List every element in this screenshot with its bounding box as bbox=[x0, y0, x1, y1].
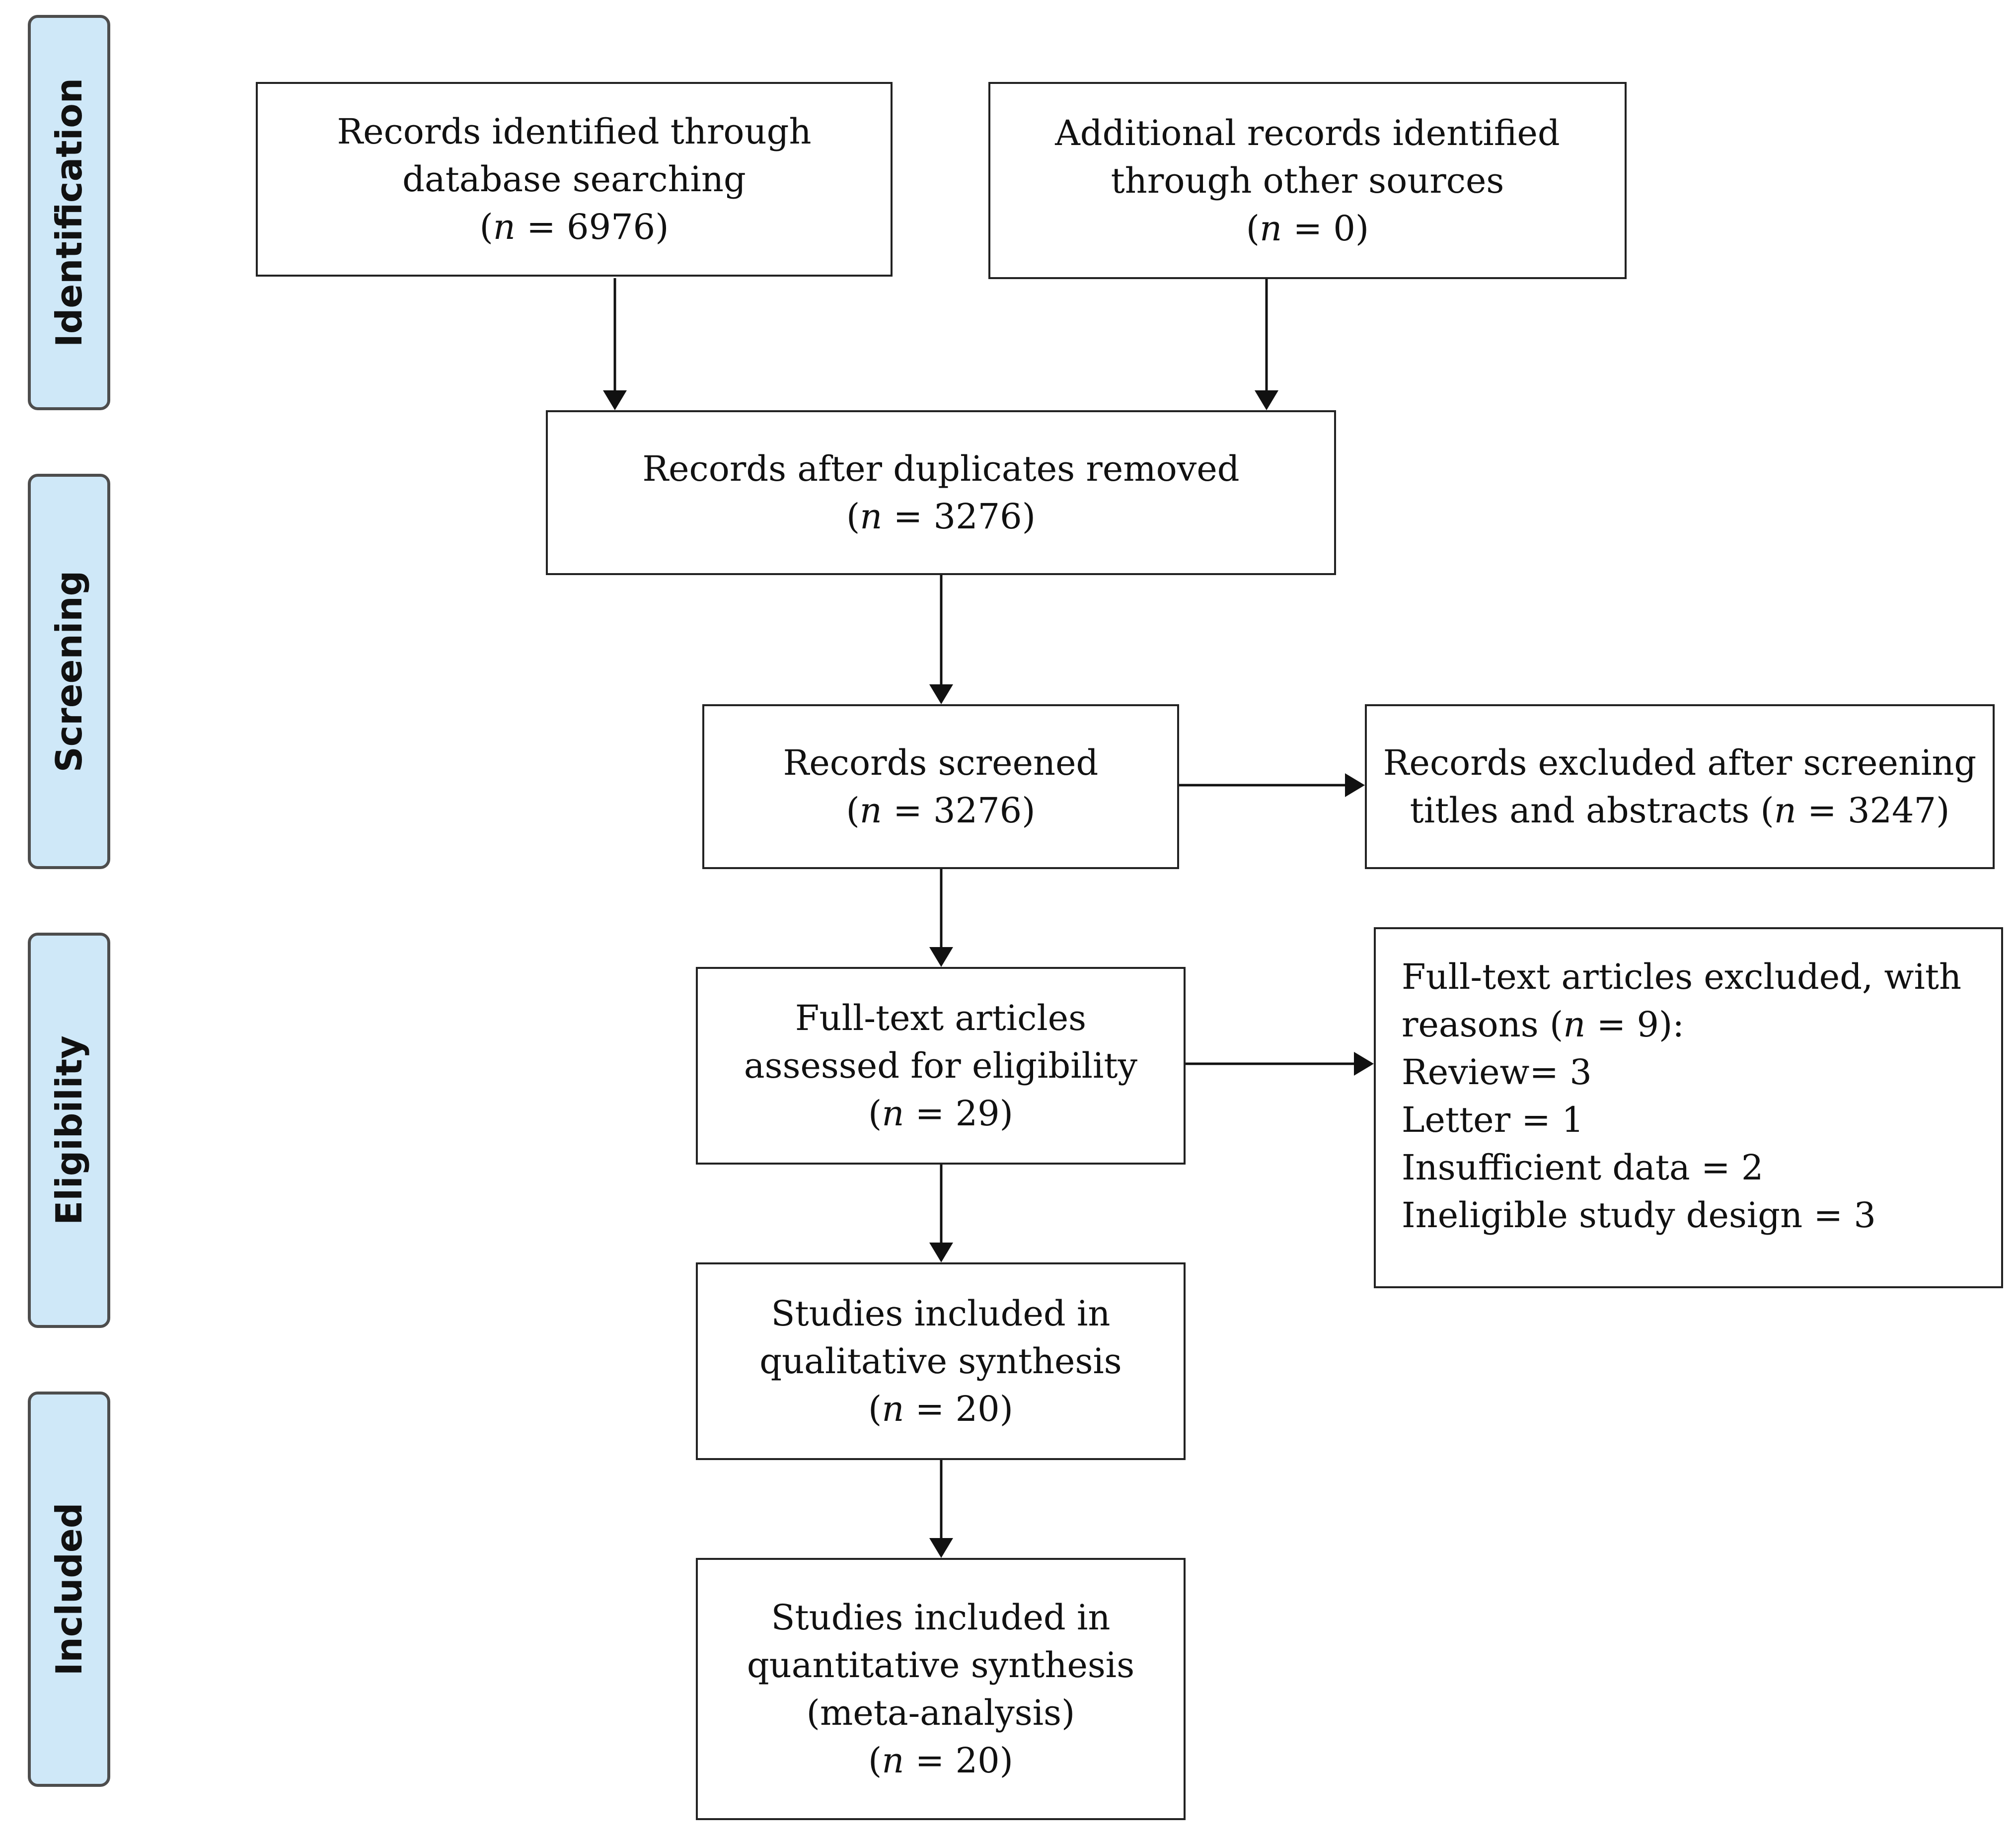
exclusion-reason: Letter = 1 bbox=[1402, 1100, 1584, 1140]
box-text-line: quantitative synthesis bbox=[747, 1645, 1135, 1686]
count-value: = 3276) bbox=[882, 496, 1036, 537]
box-text-line: database searching bbox=[402, 159, 746, 200]
arrowhead bbox=[603, 390, 627, 410]
count-value: = 29) bbox=[904, 1093, 1013, 1134]
box-count: (n = 20) bbox=[868, 1737, 1013, 1784]
n-symbol: n bbox=[1774, 790, 1796, 831]
count-value: = 20) bbox=[904, 1740, 1013, 1781]
box-records-screened: Records screened (n = 3276) bbox=[702, 704, 1179, 869]
count-prefix: ( bbox=[479, 207, 493, 247]
box-text-line: Studies included in bbox=[771, 1293, 1111, 1334]
count-value: = 3276) bbox=[882, 790, 1036, 831]
box-text-line: Records excluded after screening bbox=[1383, 742, 1977, 783]
count-prefix: ( bbox=[868, 1740, 882, 1781]
n-symbol: n bbox=[860, 496, 883, 537]
box-text-line: reasons (n = 9): bbox=[1402, 1001, 1684, 1048]
arrowhead bbox=[929, 1538, 953, 1558]
n-symbol: n bbox=[1260, 208, 1282, 249]
box-text-line: Full-text articles bbox=[795, 998, 1087, 1038]
box-qualitative-synthesis: Studies included in qualitative synthesi… bbox=[696, 1262, 1186, 1460]
stage-eligibility: Eligibility bbox=[28, 933, 110, 1328]
count-value: = 9): bbox=[1585, 1004, 1684, 1045]
box-text-line: (meta-analysis) bbox=[806, 1692, 1075, 1733]
box-text-line: Records identified through bbox=[337, 111, 812, 152]
stage-identification: Identification bbox=[28, 15, 110, 410]
count-prefix: ( bbox=[868, 1389, 882, 1429]
exclusion-reason: Insufficient data = 2 bbox=[1402, 1147, 1764, 1188]
arrowhead bbox=[1354, 1052, 1374, 1076]
box-count: (n = 20) bbox=[868, 1385, 1013, 1433]
arrowhead bbox=[929, 1243, 953, 1262]
box-count: (n = 3276) bbox=[846, 787, 1035, 834]
box-count: (n = 6976) bbox=[479, 203, 669, 251]
n-symbol: n bbox=[859, 790, 882, 831]
box-duplicates-removed: Records after duplicates removed (n = 32… bbox=[546, 410, 1336, 575]
exclusion-reason: Ineligible study design = 3 bbox=[1402, 1195, 1876, 1236]
arrowhead bbox=[1255, 390, 1278, 410]
arrowhead bbox=[929, 684, 953, 704]
count-prefix: ( bbox=[846, 496, 860, 537]
n-symbol: n bbox=[882, 1740, 904, 1781]
stage-screening: Screening bbox=[28, 474, 110, 869]
box-fulltext-assessed: Full-text articles assessed for eligibil… bbox=[696, 967, 1186, 1165]
arrowhead bbox=[929, 947, 953, 967]
box-text-line: qualitative synthesis bbox=[759, 1341, 1122, 1382]
box-other-records: Additional records identified through ot… bbox=[988, 82, 1627, 279]
box-count: (n = 29) bbox=[868, 1090, 1013, 1137]
n-symbol: n bbox=[1563, 1004, 1586, 1045]
box-records-excluded-screening: Records excluded after screening titles … bbox=[1365, 704, 1995, 869]
box-fulltext-excluded: Full-text articles excluded, with reason… bbox=[1374, 927, 2003, 1288]
box-text-line: Studies included in bbox=[771, 1597, 1111, 1638]
exclusion-reason: Review= 3 bbox=[1402, 1052, 1592, 1093]
count-value: = 3247) bbox=[1796, 790, 1950, 831]
count-prefix: ( bbox=[868, 1093, 882, 1134]
n-symbol: n bbox=[493, 207, 516, 247]
box-text-line: Additional records identified bbox=[1055, 112, 1560, 153]
count-value: = 0) bbox=[1282, 208, 1369, 249]
count-value: = 20) bbox=[904, 1389, 1013, 1429]
count-value: = 6976) bbox=[515, 207, 669, 247]
box-count: (n = 3276) bbox=[846, 493, 1036, 540]
text-prefix: reasons ( bbox=[1402, 1004, 1564, 1045]
box-text-line: Records screened bbox=[783, 742, 1099, 783]
stage-included: Included bbox=[28, 1392, 110, 1787]
box-text-line: through other sources bbox=[1111, 160, 1504, 201]
count-prefix: ( bbox=[846, 790, 860, 831]
text-prefix: titles and abstracts ( bbox=[1410, 790, 1774, 831]
box-text-line: Records after duplicates removed bbox=[642, 448, 1240, 489]
box-quantitative-synthesis: Studies included in quantitative synthes… bbox=[696, 1558, 1186, 1820]
box-text-line: assessed for eligibility bbox=[744, 1045, 1138, 1086]
box-database-records: Records identified through database sear… bbox=[256, 82, 893, 277]
n-symbol: n bbox=[882, 1389, 904, 1429]
n-symbol: n bbox=[882, 1093, 904, 1134]
count-prefix: ( bbox=[1246, 208, 1260, 249]
box-count: (n = 0) bbox=[1246, 205, 1369, 252]
arrowhead bbox=[1345, 773, 1365, 797]
box-text-line: Full-text articles excluded, with bbox=[1402, 956, 1962, 997]
box-text-line: titles and abstracts (n = 3247) bbox=[1410, 787, 1950, 834]
